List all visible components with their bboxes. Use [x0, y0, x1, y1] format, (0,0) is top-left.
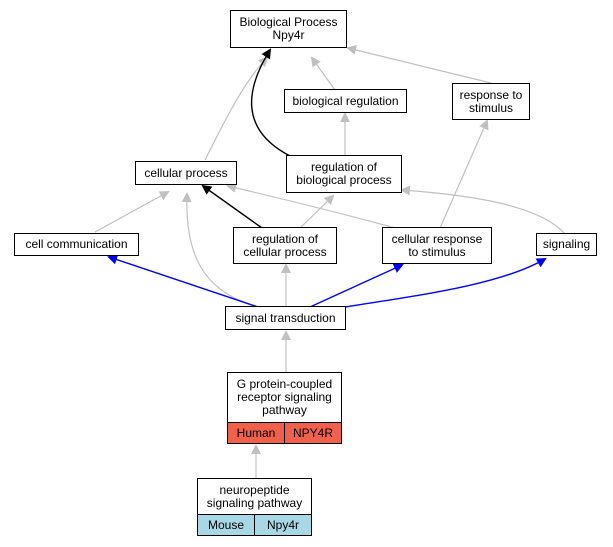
node-regulation-of-cellular-process[interactable]: regulation of cellular process — [233, 227, 337, 264]
node-neuropeptide-title: neuropeptide signaling pathway — [198, 479, 311, 514]
node-gpcr-signaling-pathway[interactable]: G protein-coupled receptor signaling pat… — [227, 372, 342, 444]
node-reg-bio-line2: biological process — [296, 173, 392, 187]
node-gpcr-title: G protein-coupled receptor signaling pat… — [228, 373, 341, 422]
node-regulation-of-biological-process[interactable]: regulation of biological process — [286, 155, 402, 193]
node-reg-bio-line1: regulation of — [310, 160, 378, 174]
gene-badge-npy4r-mouse[interactable]: Npy4r — [254, 515, 311, 535]
node-gpcr-annotation-row: Human NPY4R — [228, 422, 341, 443]
edge-reg-cellular-to-reg-biological — [299, 194, 335, 229]
node-gpcr-line2: receptor signaling — [237, 390, 332, 404]
node-neuropeptide-annotation-row: Mouse Npy4r — [198, 514, 311, 535]
edge-response-to-stimulus-to-bp — [346, 45, 492, 84]
node-bp-line1: Biological Process — [239, 15, 338, 29]
node-neuropeptide-line1: neuropeptide — [219, 482, 290, 497]
node-response-to-stimulus-line2: stimulus — [468, 100, 513, 115]
node-reg-cell-line1: regulation of — [251, 231, 319, 246]
species-badge-human[interactable]: Human — [228, 423, 284, 443]
edge-cellular-response-to-cellular-process — [226, 182, 396, 229]
edge-signal-transduction-to-signaling — [344, 258, 547, 308]
edge-signal-transduction-to-cellular-response — [309, 263, 404, 308]
node-signal-transduction-label: signal transduction — [235, 310, 336, 325]
node-reg-cell-line2: cellular process — [243, 244, 327, 259]
edge-cell-communication-to-cellular-process — [94, 191, 170, 233]
node-biological-regulation-label: biological regulation — [292, 93, 399, 108]
node-gpcr-line3: pathway — [262, 403, 307, 417]
node-bp-line2: Npy4r — [272, 28, 305, 42]
gene-badge-npy4r-human[interactable]: NPY4R — [284, 423, 341, 443]
node-response-to-stimulus-line1: response to — [459, 87, 523, 102]
node-neuropeptide-line2: signaling pathway — [206, 495, 303, 510]
edge-reg-cellular-to-cellular-process — [201, 184, 263, 229]
species-badge-mouse[interactable]: Mouse — [198, 515, 254, 535]
node-cellular-process[interactable]: cellular process — [135, 161, 237, 185]
edge-signal-transduction-to-cell-communication — [107, 254, 259, 308]
node-signaling-label: signaling — [542, 237, 591, 251]
node-gpcr-line1: G protein-coupled — [236, 377, 333, 391]
node-signal-transduction[interactable]: signal transduction — [225, 306, 346, 330]
node-neuropeptide-signaling-pathway[interactable]: neuropeptide signaling pathway Mouse Npy… — [197, 478, 312, 536]
node-biological-process-root[interactable]: Biological Process Npy4r — [230, 10, 347, 48]
edge-reg-biological-to-bp — [250, 48, 291, 157]
node-signaling[interactable]: signaling — [536, 233, 597, 256]
edge-cellular-process-to-bp — [204, 56, 269, 161]
node-cell-communication-label: cell communication — [25, 237, 128, 251]
edge-signal-transduction-to-cellular-process — [181, 192, 256, 307]
node-cell-resp-line2: to stimulus — [408, 244, 466, 259]
edge-cellular-response-to-response-stimulus — [439, 119, 489, 229]
node-biological-regulation[interactable]: biological regulation — [284, 89, 407, 113]
edge-biological-regulation-to-bp — [310, 56, 336, 91]
node-cell-resp-line1: cellular response — [391, 231, 483, 246]
node-cellular-response-to-stimulus[interactable]: cellular response to stimulus — [382, 227, 492, 264]
edge-signaling-to-reg-biological — [400, 185, 566, 235]
node-cellular-process-label: cellular process — [144, 165, 228, 180]
node-cell-communication[interactable]: cell communication — [14, 233, 139, 256]
node-response-to-stimulus[interactable]: response to stimulus — [452, 83, 530, 120]
